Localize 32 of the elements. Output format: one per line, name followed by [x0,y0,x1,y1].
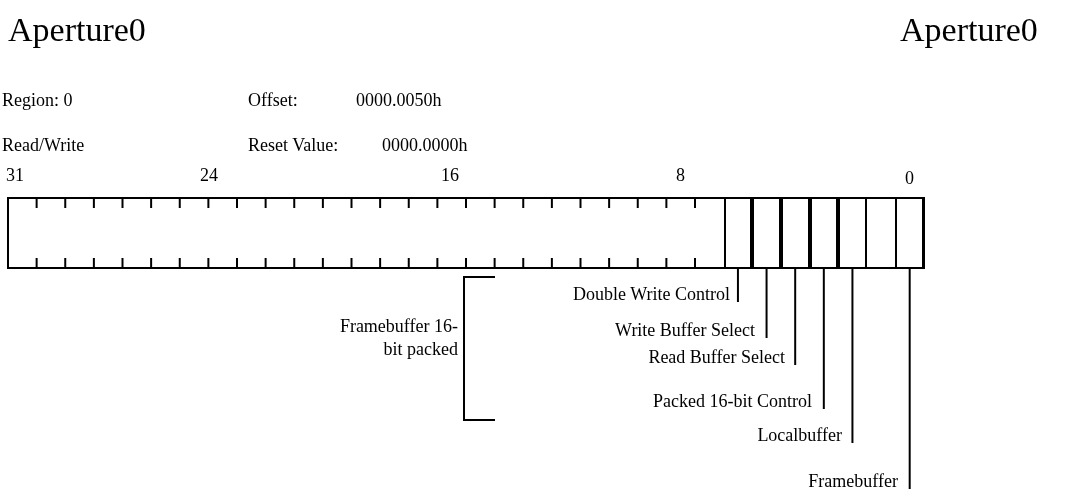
leader-line [908,267,911,490]
field-label: Localbuffer [757,425,842,445]
bit-field [895,198,924,268]
bit-number: 8 [676,165,685,185]
field-info: Offset: [248,90,298,110]
register-name: Aperture0 [8,10,146,50]
field-info: Reset Value: [248,135,339,155]
leader-line [736,267,739,303]
bit-field [752,198,781,268]
leader-line [851,267,854,444]
field-label: Read Buffer Select [648,347,785,367]
bit-number: 31 [6,165,24,185]
bit-field [780,198,810,268]
field-label: Write Buffer Select [615,320,755,340]
bit-number: 16 [441,165,459,185]
field-info: Read/Write [2,135,85,155]
bit-field [723,198,753,268]
field-info: Region: 0 [2,90,73,110]
field-info: 0000.0050h [356,90,442,110]
field-label: Packed 16-bit Control [653,391,812,411]
register-name: Aperture0 [900,10,1038,50]
bit-number: 24 [200,165,218,185]
bit-number: 0 [905,168,914,188]
field-description: Framebuffer 16-bit packed [338,315,458,361]
leader-line [822,267,825,410]
leader-line [765,267,768,339]
field-label: Framebuffer [808,471,898,491]
field-info: 0000.0000h [382,135,468,155]
bit-field [838,198,867,268]
bit-field [809,198,839,268]
leader-line [794,267,797,366]
field-label: Double Write Control [573,284,730,304]
